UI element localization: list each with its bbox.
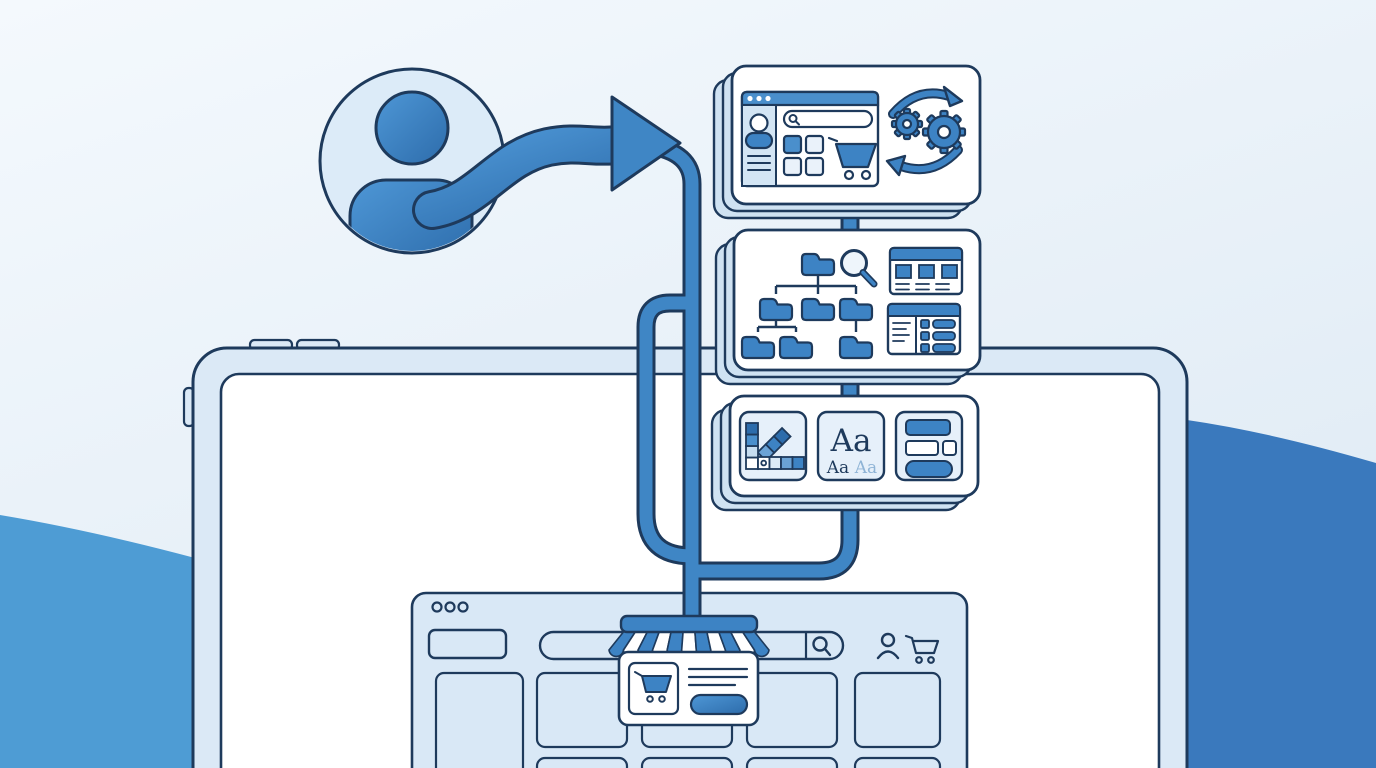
mini-browser-icon: [740, 90, 880, 188]
color-swatch-fan-icon: [745, 422, 805, 471]
search-icon: [812, 636, 832, 657]
mini-product-grid-icon: [782, 134, 825, 177]
store-card-button: [689, 693, 749, 716]
sync-gears-icon: [885, 85, 967, 177]
typography-small-light: Aa: [854, 458, 877, 478]
filter-sidebar-card: [434, 671, 525, 768]
product-card: [853, 756, 942, 768]
wave-left: [0, 515, 195, 768]
logo-placeholder: [427, 628, 508, 660]
button-styles-icon: [905, 419, 957, 478]
list-thumbnail-icon: [886, 302, 962, 356]
card-sitemap: [714, 228, 982, 386]
magnifier-icon: [840, 249, 878, 288]
store-card-text-lines: [687, 667, 749, 687]
page-thumbnail-icon: [888, 246, 964, 296]
typography-icon: Aa Aa Aa: [826, 423, 877, 478]
product-card: [745, 756, 839, 768]
product-card: [853, 671, 942, 749]
typography-small-dark: Aa: [826, 458, 849, 478]
product-card: [640, 756, 734, 768]
avatar-head: [374, 90, 450, 166]
user-profile-icon: [744, 113, 774, 171]
mini-cart-icon: [827, 136, 878, 181]
wave-right: [1187, 420, 1376, 768]
card-setup: [712, 64, 982, 220]
curved-arrow-right-icon: [412, 95, 682, 230]
product-grid: [434, 671, 942, 768]
mini-search-bar-icon: [782, 109, 874, 129]
shopping-cart-icon: [634, 671, 672, 703]
product-card: [745, 671, 839, 749]
window-dots: [431, 601, 469, 613]
store-card: [617, 650, 760, 727]
folder-tree-icon: [740, 249, 878, 360]
product-card: [535, 671, 629, 749]
card-design: Aa Aa Aa: [710, 394, 980, 512]
cart-icon: [904, 634, 940, 664]
user-icon: [876, 632, 900, 660]
typography-large: Aa: [830, 423, 872, 459]
product-card: [535, 756, 629, 768]
